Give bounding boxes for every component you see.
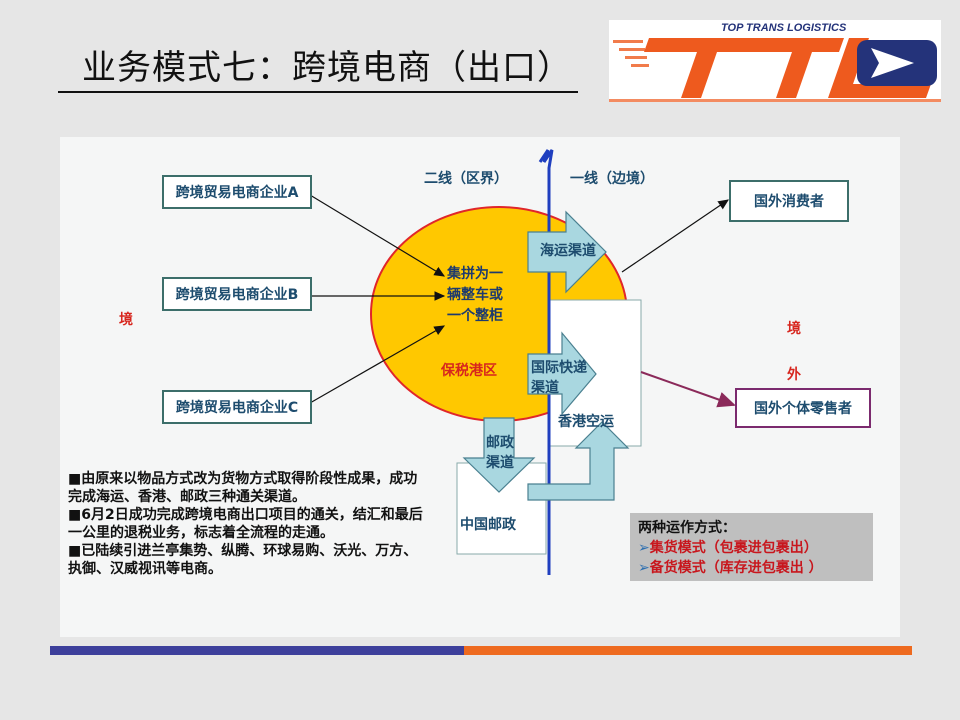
- foreign-retailer-box: 国外个体零售者: [735, 388, 871, 428]
- domestic-char-1: 境: [119, 312, 133, 328]
- operation-modes-box: 两种运作方式： ➢集货模式（包裹进包裹出） ➢备货模式（库存进包裹出 ）: [630, 513, 873, 581]
- postal-channel-arrow: [462, 417, 536, 493]
- footer-bar-orange: [464, 646, 912, 655]
- sea-channel-arrow: [527, 210, 607, 294]
- domestic-char-2: 内: [119, 344, 133, 358]
- chevron-right-icon: ➢: [638, 540, 650, 556]
- arrow-company-c: [309, 325, 446, 404]
- page-title: 业务模式七：跨境电商（出口）: [58, 40, 578, 93]
- mode-item-stock: ➢备货模式（库存进包裹出 ）: [638, 560, 823, 576]
- postal-channel-label: 邮政 渠道: [486, 433, 514, 473]
- bullet-item: ■已陆续引进兰亭集势、纵腾、环球易购、沃光、万方、执御、汉威视讯等电商。: [68, 543, 418, 577]
- overseas-char-1: 境: [787, 321, 801, 337]
- post-to-hk-arrow: [527, 421, 630, 501]
- sea-channel-label: 海运渠道: [540, 243, 596, 259]
- company-a-box: 跨境贸易电商企业A: [162, 175, 312, 209]
- overseas-char-2: 外: [787, 367, 801, 383]
- mode-item-consolidation: ➢集货模式（包裹进包裹出）: [638, 540, 818, 556]
- consolidate-line-1: 集拼为一: [447, 266, 503, 282]
- express-channel-label: 国际快递 渠道: [531, 358, 587, 398]
- express-channel-arrow: [527, 331, 597, 416]
- arrow-company-a: [309, 194, 446, 277]
- line1-label: 一线（边境）: [570, 171, 654, 187]
- modes-heading: 两种运作方式：: [638, 520, 736, 536]
- bullet-item: ■由原来以物品方式改为货物方式取得阶段性成果，成功完成海运、香港、邮政三种通关渠…: [68, 471, 418, 505]
- express-line-1: 国际快递: [531, 360, 587, 376]
- ttl-logo-graphic: TOP TRANS LOGISTICS: [609, 22, 941, 102]
- bonded-zone-label: 保税港区: [441, 363, 497, 379]
- ttl-logo: TOP TRANS LOGISTICS: [609, 20, 941, 102]
- hk-air-label: 香港空运: [558, 414, 614, 430]
- company-c-box: 跨境贸易电商企业C: [162, 390, 312, 424]
- postal-line-1: 邮政: [486, 435, 514, 451]
- china-post-label: 中国邮政: [460, 517, 516, 533]
- bullet-item: ■6月2日成功完成跨境电商出口项目的通关，结汇和最后一公里的退税业务，标志着全流…: [68, 507, 423, 541]
- consolidate-line-2: 辆整车或: [447, 287, 503, 303]
- bullet-list: ■由原来以物品方式改为货物方式取得阶段性成果，成功完成海运、香港、邮政三种通关渠…: [68, 470, 428, 578]
- consolidate-text: 集拼为一 辆整车或 一个整柜: [447, 264, 503, 327]
- postal-line-2: 渠道: [486, 455, 514, 471]
- line2-label: 二线（区界）: [424, 171, 508, 187]
- company-b-box: 跨境贸易电商企业B: [162, 277, 312, 311]
- foreign-consumer-box: 国外消费者: [729, 180, 849, 222]
- express-line-2: 渠道: [531, 380, 559, 396]
- domestic-label: 境 内: [119, 296, 133, 358]
- chevron-right-icon: ➢: [638, 560, 650, 576]
- logo-arrow-icon: [857, 40, 937, 86]
- logo-tagline: TOP TRANS LOGISTICS: [721, 22, 847, 34]
- arrow-to-consumer: [621, 199, 729, 273]
- consolidate-line-3: 一个整柜: [447, 308, 503, 324]
- footer-bar-navy: [50, 646, 464, 655]
- arrow-to-retailer: [640, 371, 736, 408]
- overseas-label: 境 外: [787, 306, 801, 398]
